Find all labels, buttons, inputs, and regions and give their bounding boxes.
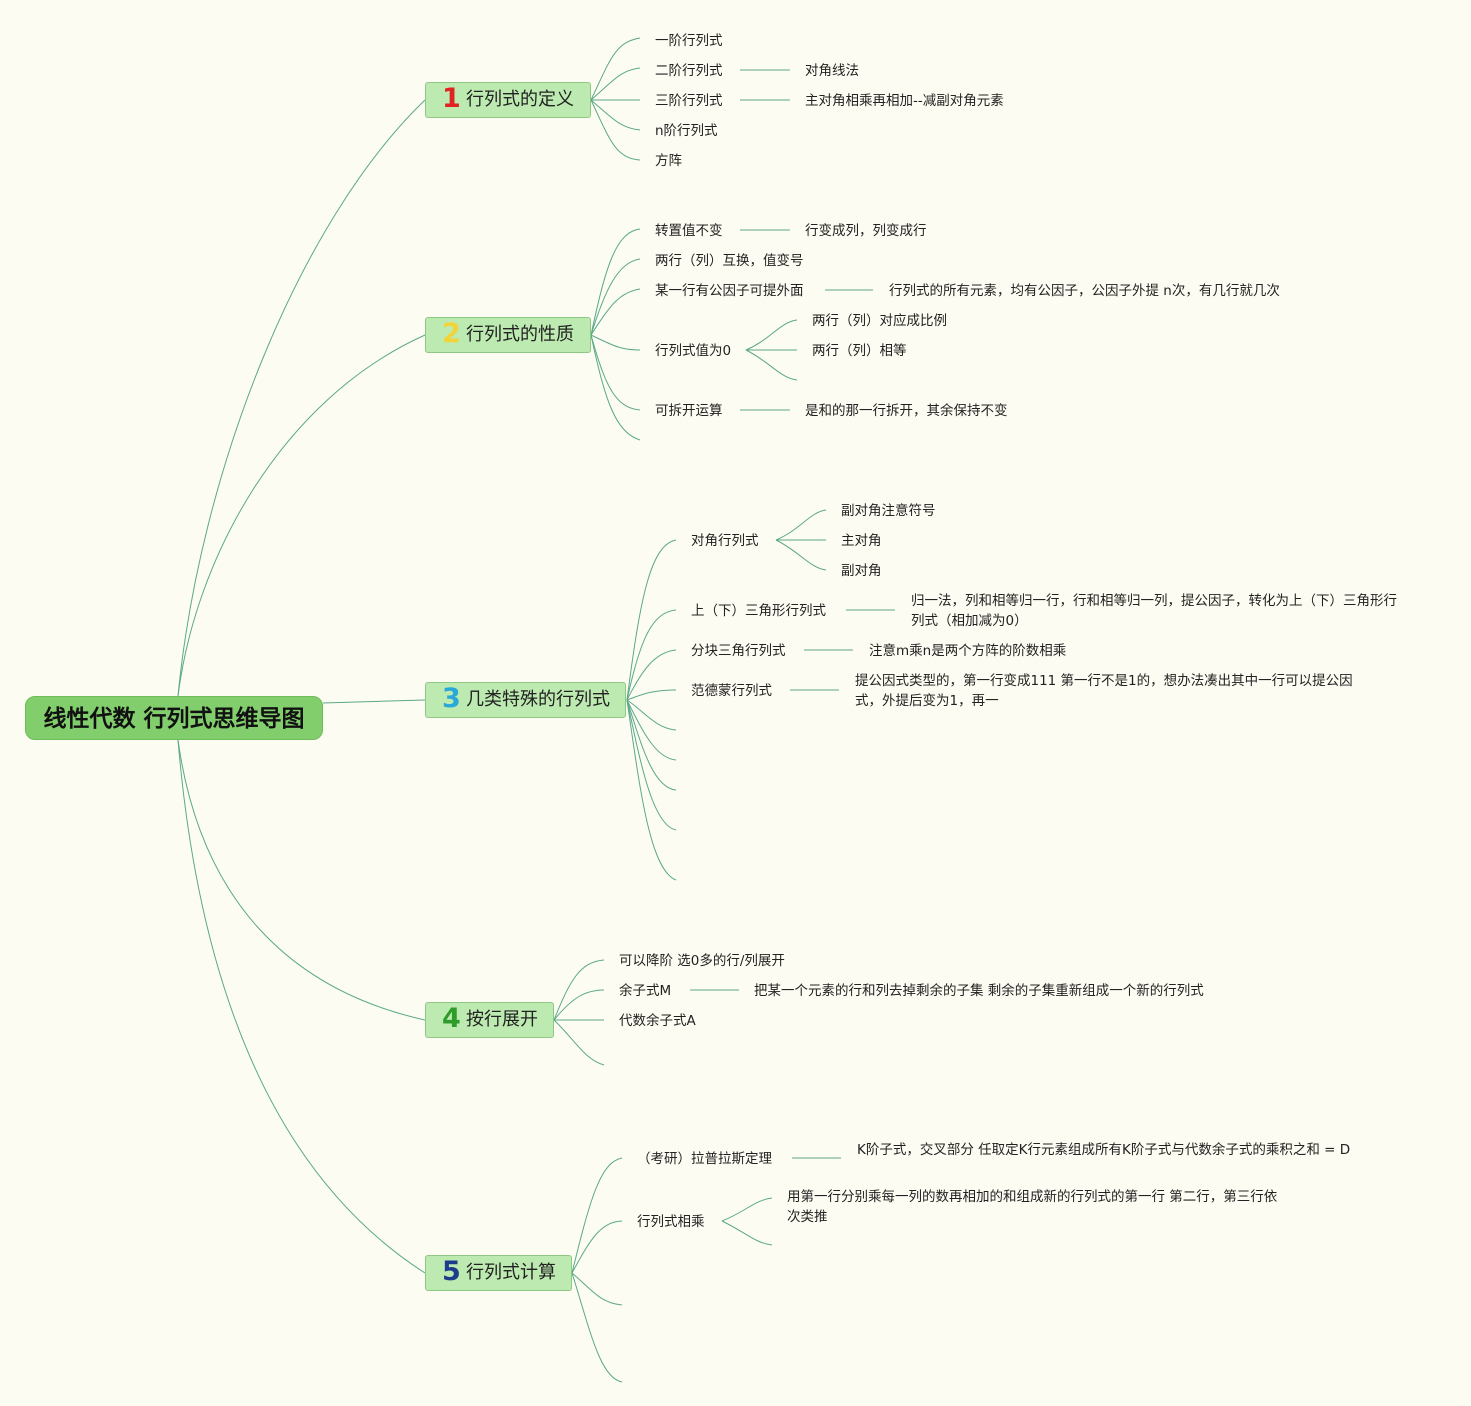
node-laplace-theorem[interactable]: （考研）拉普拉斯定理 [637,1151,772,1167]
node-block-triangular[interactable]: 分块三角行列式 [691,643,786,659]
number-4-icon: 4 [442,1003,461,1034]
node-vandermonde-detail[interactable]: 提公因式类型的，第一行变成111 第一行不是1的，想办法凑出其中一行可以提公因式… [855,673,1353,709]
number-1-icon: 1 [442,83,461,114]
number-2-icon: 2 [442,318,461,349]
node-equal-rows[interactable]: 两行（列）相等 [812,343,907,359]
node-value-zero[interactable]: 行列式值为0 [655,343,732,359]
node-transpose-detail[interactable]: 行变成列，列变成行 [805,223,927,239]
node-triangular-detail[interactable]: 归一法，列和相等归一行，行和相等归一列，提公因子，转化为上（下）三角形行列式（相… [911,593,1397,629]
branch-title: 行列式的定义 [466,89,574,110]
node-2nd-order[interactable]: 二阶行列式 [655,63,723,79]
node-diagonal-rule[interactable]: 对角线法 [805,63,859,79]
node-cofactor[interactable]: 代数余子式A [619,1013,696,1029]
node-3rd-order-rule[interactable]: 主对角相乘再相加--减副对角元素 [805,93,1004,109]
node-minor[interactable]: 余子式M [619,983,672,999]
node-laplace-detail[interactable]: K阶子式，交叉部分 任取定K行元素组成所有K阶子式与代数余子式的乘积之和 = D [857,1142,1351,1158]
node-common-factor[interactable]: 某一行有公因子可提外面 [655,283,804,299]
branch-title: 行列式的性质 [466,324,574,345]
number-3-icon: 3 [442,683,461,714]
branch-title: 按行展开 [466,1009,538,1030]
node-common-factor-detail[interactable]: 行列式的所有元素，均有公因子，公因子外提 n次，有几行就几次 [889,283,1280,299]
node-main-diagonal[interactable]: 主对角 [841,533,882,549]
node-anti-diagonal-sign[interactable]: 副对角注意符号 [841,503,936,519]
root-topic[interactable]: 线性代数 行列式思维导图 [25,696,323,740]
node-square-matrix[interactable]: 方阵 [655,153,682,169]
node-nth-order[interactable]: n阶行列式 [655,123,718,139]
branch-title: 行列式计算 [466,1262,556,1283]
node-anti-diagonal[interactable]: 副对角 [841,563,882,579]
node-row-swap[interactable]: 两行（列）互换，值变号 [655,253,804,269]
node-1st-order[interactable]: 一阶行列式 [655,33,723,49]
node-proportional-rows[interactable]: 两行（列）对应成比例 [812,313,947,329]
node-block-detail[interactable]: 注意m乘n是两个方阵的阶数相乘 [869,643,1067,659]
node-split-operation[interactable]: 可拆开运算 [655,403,723,419]
node-split-detail[interactable]: 是和的那一行拆开，其余保持不变 [805,403,1008,419]
number-5-icon: 5 [442,1256,461,1287]
node-det-multiplication[interactable]: 行列式相乘 [637,1214,705,1230]
node-triangular-det[interactable]: 上（下）三角形行列式 [691,603,826,619]
node-minor-detail[interactable]: 把某一个元素的行和列去掉剩余的子集 剩余的子集重新组成一个新的行列式 [754,983,1204,999]
node-vandermonde[interactable]: 范德蒙行列式 [691,683,772,699]
branch-title: 几类特殊的行列式 [466,689,610,710]
node-diagonal-det[interactable]: 对角行列式 [691,533,759,549]
node-reduce-order[interactable]: 可以降阶 选0多的行/列展开 [619,953,785,969]
node-3rd-order[interactable]: 三阶行列式 [655,93,723,109]
node-transpose[interactable]: 转置值不变 [655,223,723,239]
node-multiplication-detail[interactable]: 用第一行分别乘每一列的数再相加的和组成新的行列式的第一行 第二行，第三行依次类推 [787,1189,1278,1225]
